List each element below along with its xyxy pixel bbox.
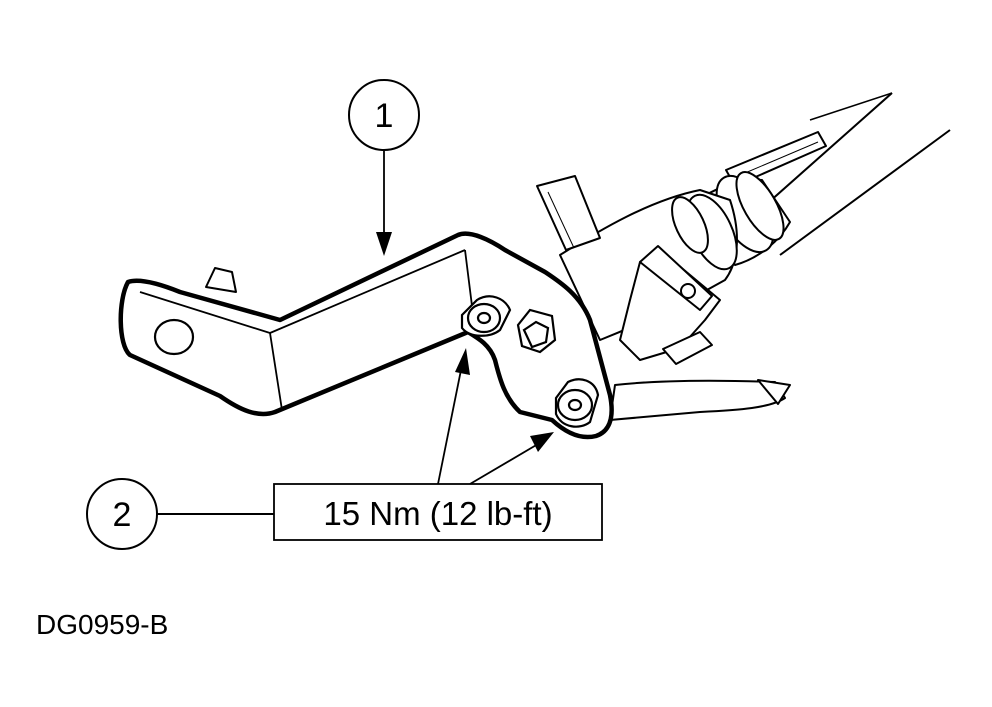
torque-arrows xyxy=(437,348,554,485)
callout-1-number: 1 xyxy=(375,97,394,135)
torque-spec-label: 15 Nm (12 lb-ft) xyxy=(323,495,552,532)
bolt-upper xyxy=(460,295,512,337)
figure-id: DG0959-B xyxy=(36,609,168,640)
steering-column xyxy=(536,92,951,421)
torque-arrow-upper-head xyxy=(455,348,470,375)
torque-arrow-upper-leader xyxy=(437,364,463,485)
callout-2: 2 xyxy=(86,478,274,550)
torque-spec-frame xyxy=(273,483,603,541)
mounting-bracket xyxy=(118,231,614,440)
callout-2-number: 2 xyxy=(113,496,132,534)
torque-arrow-lower-leader xyxy=(469,443,539,485)
stud-center xyxy=(516,308,557,354)
torque-spec-box: 15 Nm (12 lb-ft) xyxy=(273,483,603,541)
callout-1-arrowhead xyxy=(376,232,392,256)
torque-arrow-lower-head xyxy=(530,432,554,452)
callout-1: 1 xyxy=(348,79,420,256)
mounting-bolts xyxy=(460,295,600,428)
bolt-lower xyxy=(554,378,600,428)
